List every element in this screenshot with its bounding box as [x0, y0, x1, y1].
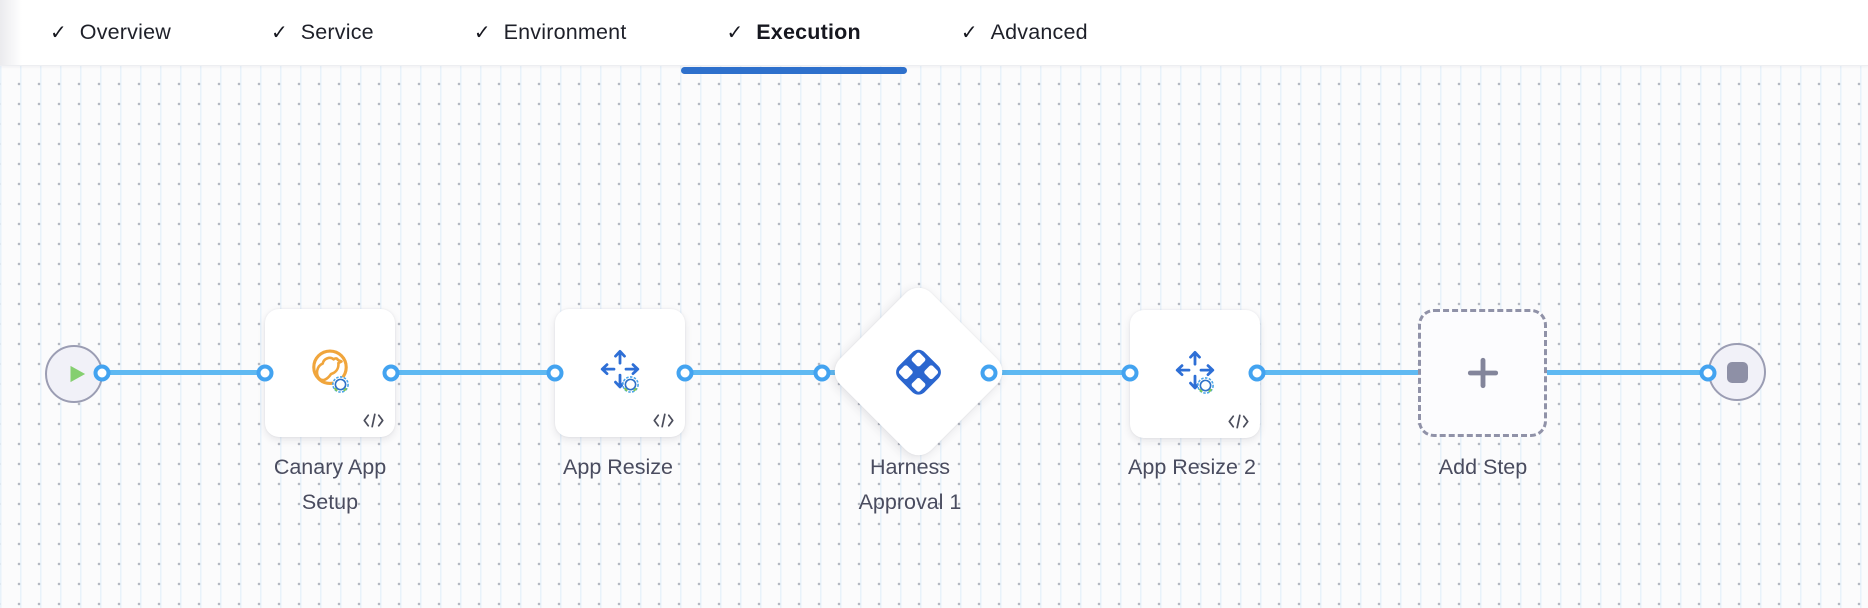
add-step-button[interactable] — [1418, 309, 1547, 437]
connector-point[interactable] — [980, 364, 998, 382]
gear-badge-icon — [1197, 377, 1214, 394]
yaml-code-icon[interactable] — [1228, 414, 1249, 429]
play-icon — [70, 365, 85, 383]
step-label-app-resize: App Resize — [563, 455, 673, 479]
tab-service[interactable]: ✓ Service — [221, 0, 424, 65]
connector-point[interactable] — [676, 364, 694, 382]
resize-arrows-icon — [1175, 350, 1215, 390]
step-card-canary-app-setup[interactable] — [265, 309, 395, 437]
gear-badge-icon — [332, 376, 349, 393]
resize-arrows-icon — [600, 349, 640, 389]
tab-overview[interactable]: ✓ Overview — [0, 0, 221, 65]
step-label-app-resize-2: App Resize 2 — [1128, 455, 1256, 479]
connector-point[interactable] — [93, 364, 111, 382]
check-icon: ✓ — [473, 21, 491, 44]
tab-label: Service — [300, 20, 374, 44]
connector-point[interactable] — [1248, 364, 1266, 382]
check-icon: ✓ — [726, 21, 744, 44]
step-diamond-harness-approval[interactable] — [827, 280, 1010, 463]
stop-icon — [1726, 361, 1748, 383]
yaml-code-icon[interactable] — [653, 413, 674, 428]
tab-label: Advanced — [990, 20, 1088, 44]
harness-logo-icon — [896, 349, 941, 394]
tab-advanced[interactable]: ✓ Advanced — [911, 0, 1138, 65]
tab-execution[interactable]: ✓ Execution — [677, 0, 911, 74]
connector-point[interactable] — [256, 364, 274, 382]
connector-point[interactable] — [382, 364, 400, 382]
check-icon: ✓ — [270, 21, 288, 44]
yaml-code-icon[interactable] — [363, 413, 384, 428]
step-card-app-resize[interactable] — [555, 309, 685, 437]
tab-label: Overview — [79, 20, 171, 44]
tab-label: Execution — [756, 20, 861, 44]
connector-point[interactable] — [546, 364, 564, 382]
stage-config-tabbar: ✓ Overview ✓ Service ✓ Environment ✓ Exe… — [0, 0, 1868, 74]
tab-label: Environment — [503, 20, 627, 44]
connector-point[interactable] — [1699, 364, 1717, 382]
connector-point[interactable] — [1121, 364, 1139, 382]
tanzu-canary-icon — [312, 349, 348, 386]
gear-badge-icon — [622, 376, 639, 393]
start-node — [45, 345, 103, 403]
step-label-canary-app-setup: Canary App Setup — [273, 455, 387, 514]
step-label-add-step: Add Step — [1438, 455, 1528, 479]
step-label-harness-approval-1: Harness Approval 1 — [858, 455, 962, 514]
end-node — [1708, 343, 1766, 401]
check-icon: ✓ — [50, 21, 67, 44]
connector-point[interactable] — [813, 364, 831, 382]
step-card-app-resize-2[interactable] — [1130, 310, 1260, 438]
check-icon: ✓ — [960, 21, 978, 44]
tab-environment[interactable]: ✓ Environment — [424, 0, 677, 65]
plus-icon — [1467, 357, 1498, 389]
